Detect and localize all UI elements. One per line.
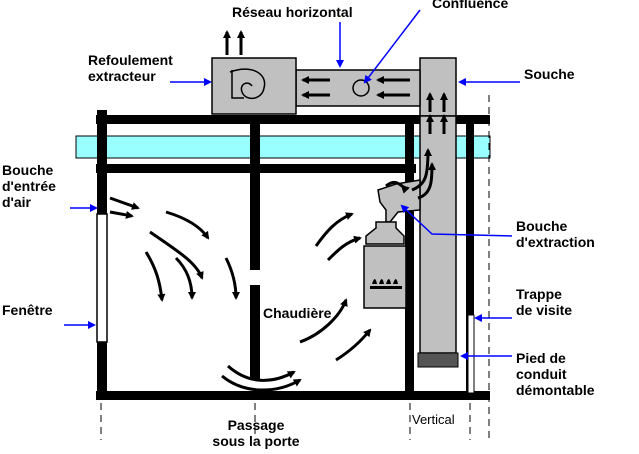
arrow-icon bbox=[326, 235, 362, 262]
label-line: Refoulement bbox=[88, 52, 173, 68]
airflow-arrows bbox=[109, 30, 448, 392]
partition-upper bbox=[250, 120, 260, 270]
label-confluence: Confluence bbox=[432, 0, 509, 11]
label-line: démontable bbox=[516, 382, 595, 398]
arrow-icon bbox=[411, 148, 432, 192]
label-line: extracteur bbox=[88, 68, 156, 84]
arrow-icon bbox=[109, 210, 134, 219]
label-fenetre: Fenêtre bbox=[2, 302, 53, 318]
label-souche: Souche bbox=[524, 66, 575, 82]
duct-wall-inner bbox=[405, 120, 414, 398]
partition-lower bbox=[250, 285, 260, 380]
label-line: Bouche bbox=[516, 218, 568, 234]
arrow-icon bbox=[299, 298, 348, 344]
window bbox=[96, 213, 108, 343]
burner-bar bbox=[370, 286, 402, 289]
arrow-icon bbox=[174, 256, 196, 300]
label-refoulement: Refoulement extracteur bbox=[88, 52, 173, 84]
extractor-network bbox=[211, 57, 421, 115]
label-line: Passage bbox=[227, 417, 285, 433]
arrow-icon bbox=[144, 251, 166, 302]
ceiling-slab bbox=[75, 135, 491, 159]
label-line: Bouche bbox=[2, 162, 54, 178]
fan-icon bbox=[229, 68, 266, 100]
duct-wall-outer bbox=[466, 120, 474, 398]
label-pied: Pied de conduit démontable bbox=[516, 350, 595, 398]
guide-lines bbox=[100, 95, 490, 440]
label-bouche-extraction: Bouche d'extraction bbox=[516, 218, 595, 250]
extractor-fan bbox=[211, 57, 297, 115]
arrow-icon bbox=[224, 257, 240, 300]
label-vertical: Vertical bbox=[412, 412, 455, 427]
label-line: Pied de bbox=[516, 350, 566, 366]
floor-beam bbox=[96, 391, 490, 400]
label-line: Trappe bbox=[516, 286, 562, 302]
left-wall-bottom bbox=[97, 342, 107, 398]
label-bouche-entree: Bouche d'entrée d'air bbox=[2, 162, 56, 210]
label-passage: Passage sous la porte bbox=[196, 417, 316, 449]
chimney-stack bbox=[419, 57, 457, 117]
label-pointers bbox=[64, 9, 520, 360]
arrow-icon bbox=[149, 230, 204, 280]
label-line: d'entrée bbox=[2, 178, 56, 194]
arrow-icon bbox=[314, 212, 354, 247]
label-line: d'air bbox=[2, 194, 32, 210]
boiler-icon bbox=[363, 221, 407, 309]
label-line: de visite bbox=[516, 302, 573, 318]
label-line: sous la porte bbox=[212, 433, 300, 449]
label-reseau-horizontal: Réseau horizontal bbox=[232, 4, 353, 20]
confluence-point bbox=[352, 79, 370, 97]
label-chaudiere: Chaudière bbox=[263, 305, 332, 321]
access-hatch bbox=[467, 314, 475, 394]
arrow-icon bbox=[109, 196, 140, 210]
arrow-icon bbox=[385, 180, 410, 194]
label-trappe: Trappe de visite bbox=[516, 286, 572, 318]
arrow-icon bbox=[221, 374, 302, 392]
left-wall-top bbox=[97, 110, 107, 214]
label-line: conduit bbox=[516, 366, 567, 382]
arrow-icon bbox=[417, 162, 436, 200]
arrow-icon bbox=[165, 210, 210, 240]
vertical-conduit bbox=[417, 57, 459, 368]
arrow-icon bbox=[335, 328, 372, 362]
removable-foot bbox=[417, 352, 459, 368]
burner-flames bbox=[372, 279, 398, 284]
label-line: d'extraction bbox=[516, 234, 595, 250]
roof-beam bbox=[96, 115, 490, 124]
arrow-icon bbox=[226, 364, 296, 382]
boiler-hood bbox=[365, 221, 405, 245]
boiler-body bbox=[363, 245, 407, 309]
building-structure bbox=[75, 110, 491, 400]
